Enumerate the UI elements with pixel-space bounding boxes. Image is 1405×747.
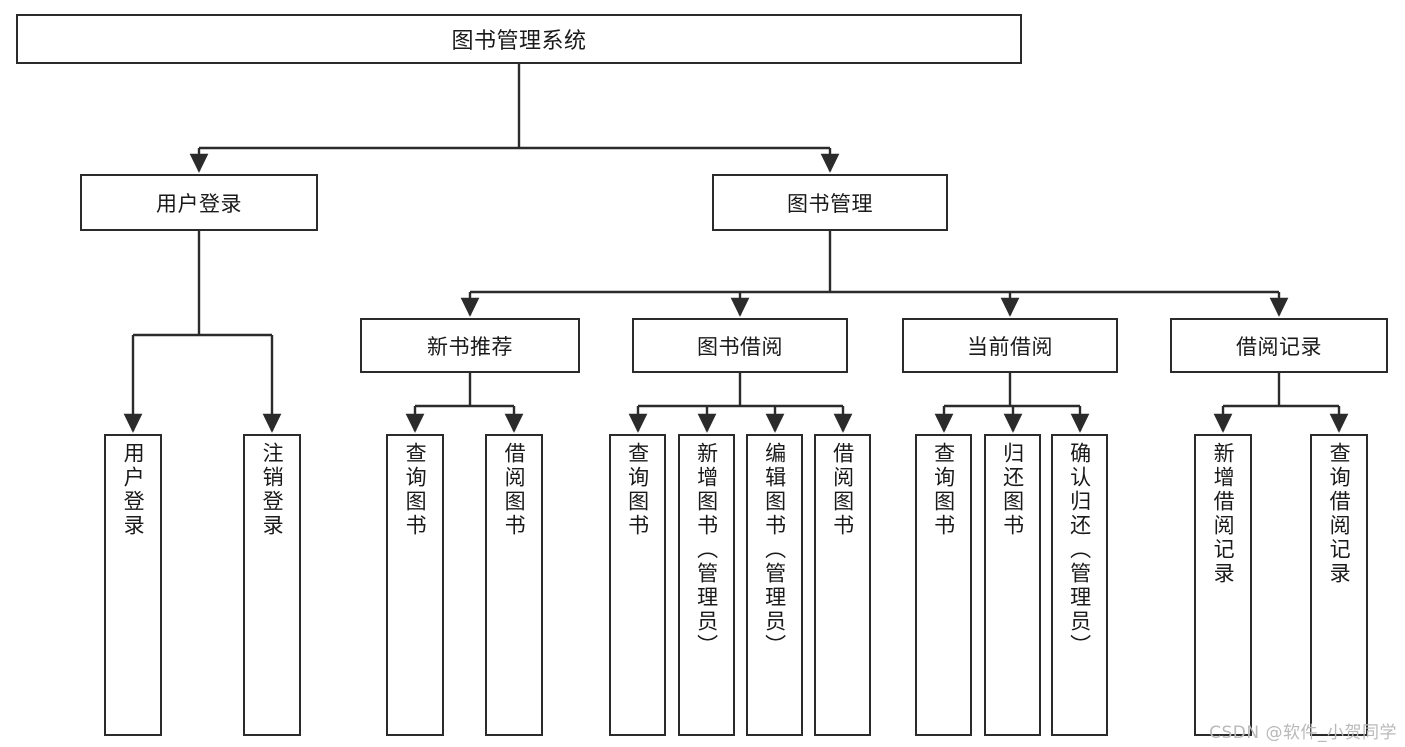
node-leaf-query-borrow-record[interactable]: 查询借阅记录 xyxy=(1310,434,1368,736)
node-label: 当前借阅 xyxy=(967,334,1053,359)
node-label: 借阅图书 xyxy=(502,442,527,538)
node-leaf-user-login[interactable]: 用户登录 xyxy=(104,434,162,736)
node-leaf-query-book-borrow[interactable]: 查询图书 xyxy=(609,434,666,736)
node-label: 新增借阅记录 xyxy=(1211,442,1236,586)
node-leaf-edit-book-admin[interactable]: 编辑图书（管理员） xyxy=(746,434,803,736)
node-label: 查询图书 xyxy=(931,442,956,538)
node-new-book-recommendation[interactable]: 新书推荐 xyxy=(360,318,580,373)
node-label: 借阅记录 xyxy=(1236,334,1322,359)
node-label: 新增图书（管理员） xyxy=(694,442,719,658)
node-label: 图书管理 xyxy=(787,191,873,216)
node-leaf-borrow-book[interactable]: 借阅图书 xyxy=(814,434,871,736)
node-user-login[interactable]: 用户登录 xyxy=(80,174,318,231)
node-label: 注销登录 xyxy=(260,442,285,538)
node-label: 图书借阅 xyxy=(697,334,783,359)
node-label: 确认归还（管理员） xyxy=(1067,442,1092,658)
node-leaf-borrow-book-rec[interactable]: 借阅图书 xyxy=(485,434,543,736)
node-root-book-management-system[interactable]: 图书管理系统 xyxy=(16,14,1022,64)
node-borrow-records[interactable]: 借阅记录 xyxy=(1170,318,1388,373)
node-label: 用户登录 xyxy=(156,191,242,216)
node-leaf-add-borrow-record[interactable]: 新增借阅记录 xyxy=(1194,434,1252,736)
node-current-borrowing[interactable]: 当前借阅 xyxy=(902,318,1118,373)
node-label: 查询图书 xyxy=(625,442,650,538)
node-book-borrowing[interactable]: 图书借阅 xyxy=(632,318,848,373)
node-leaf-query-book-current[interactable]: 查询图书 xyxy=(915,434,972,736)
node-leaf-confirm-return-admin[interactable]: 确认归还（管理员） xyxy=(1051,434,1108,736)
watermark-text: CSDN @软件_小贺同学 xyxy=(1209,723,1397,743)
node-leaf-add-book-admin[interactable]: 新增图书（管理员） xyxy=(678,434,735,736)
node-label: 编辑图书（管理员） xyxy=(762,442,787,658)
node-leaf-query-book-rec[interactable]: 查询图书 xyxy=(386,434,444,736)
node-leaf-logout[interactable]: 注销登录 xyxy=(243,434,301,736)
node-book-management[interactable]: 图书管理 xyxy=(712,174,948,231)
node-label: 借阅图书 xyxy=(830,442,855,538)
node-label: 归还图书 xyxy=(1000,442,1025,538)
node-label: 用户登录 xyxy=(121,442,146,538)
node-label: 查询图书 xyxy=(403,442,428,538)
node-label: 图书管理系统 xyxy=(451,29,587,54)
node-label: 查询借阅记录 xyxy=(1327,442,1352,586)
node-leaf-return-book[interactable]: 归还图书 xyxy=(984,434,1041,736)
node-label: 新书推荐 xyxy=(427,334,513,359)
